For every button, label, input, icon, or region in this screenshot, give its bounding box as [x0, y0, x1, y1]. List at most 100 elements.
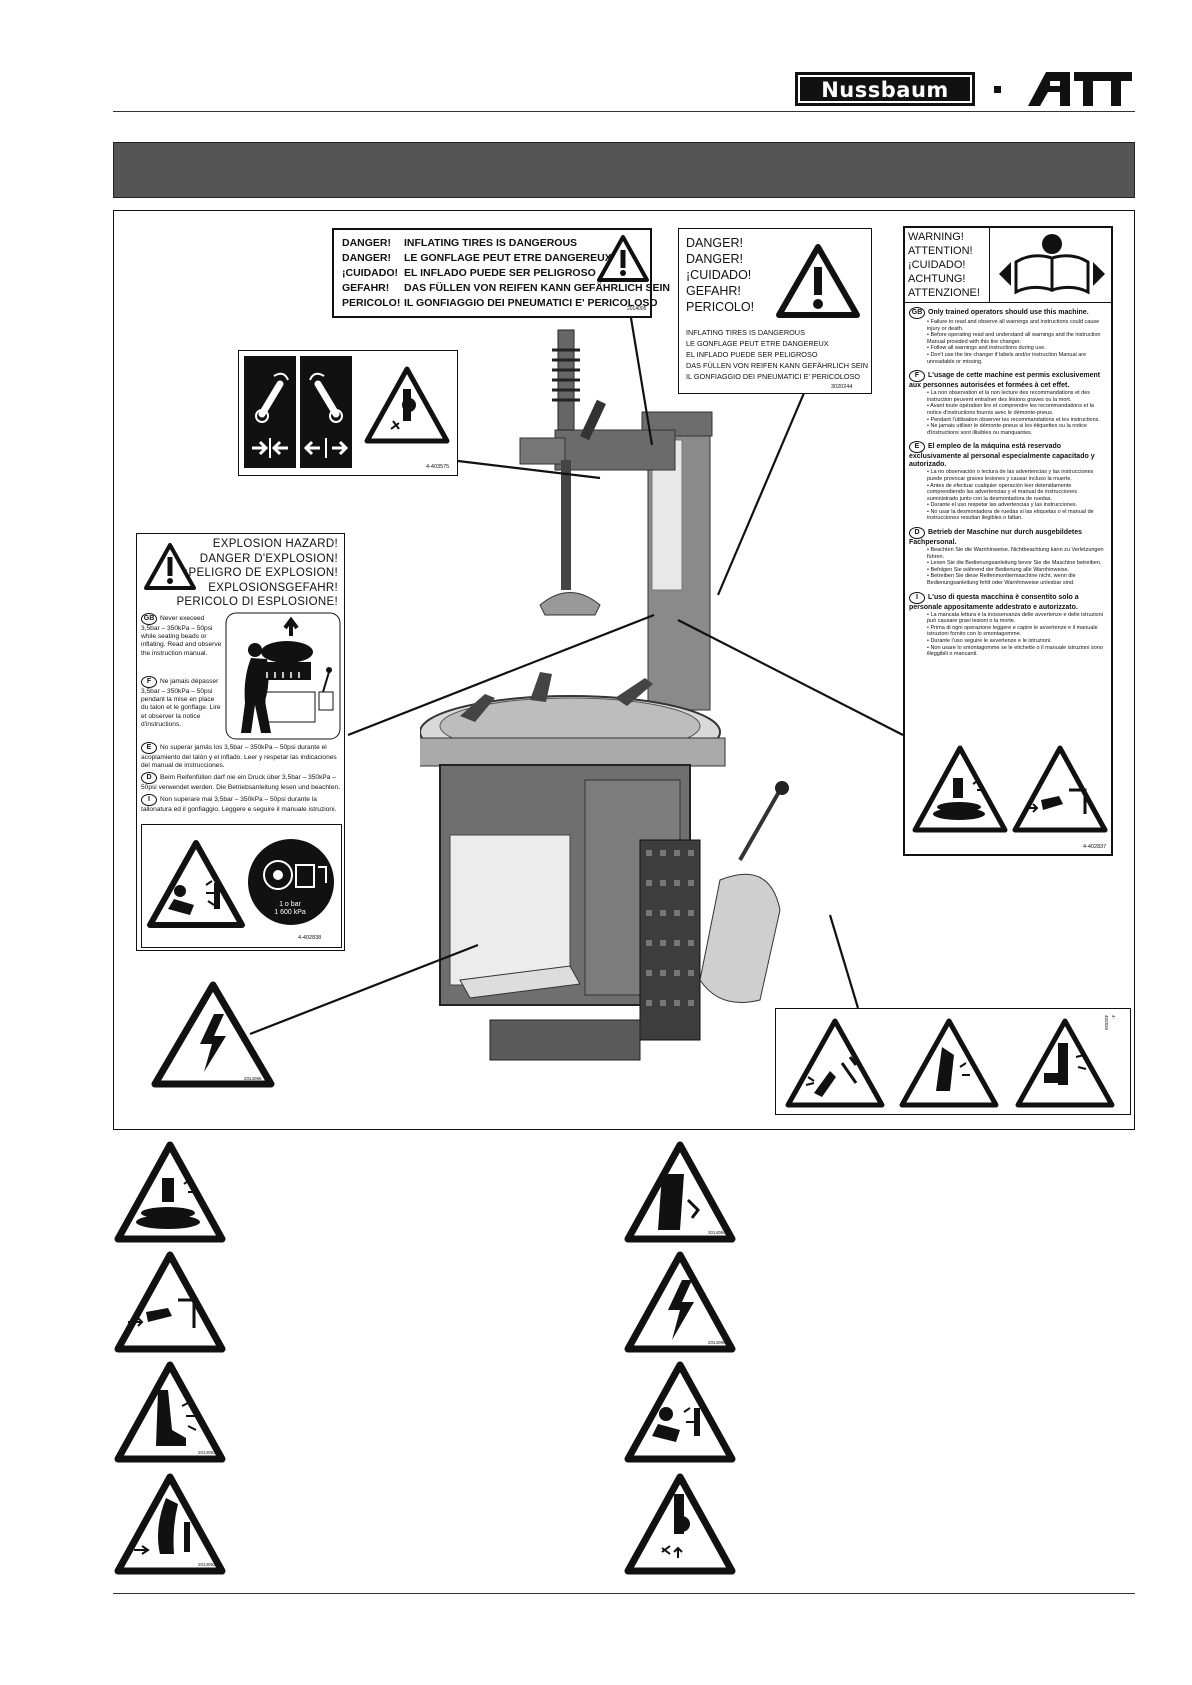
explosion-text: Never execeed 3,5bar – 350kPa – 50psi wh…	[141, 615, 222, 657]
bullet: • Antes de efectuar cualquier operación …	[927, 482, 1078, 502]
danger-text: LE GONFLAGE PEUT ETRE DANGEREUX	[404, 252, 612, 264]
explosion-heading: EXPLOSIONSGEFAHR!	[208, 581, 338, 594]
bullet: • Betreiben Sie diese Reifenmontiermasch…	[927, 573, 1076, 587]
bullet: • No usar la desmontadora de ruedas si l…	[927, 508, 1094, 522]
bullet: • Befolgen Sie während der Bedienung all…	[927, 566, 1070, 573]
header-rule	[113, 111, 1135, 112]
arm-crush-hazard-icon	[114, 1473, 226, 1575]
section-title: L'uso di questa macchina è consentito so…	[909, 593, 1079, 611]
warning-heading: ATTENZIONE!	[908, 287, 980, 299]
danger-word: DANGER!	[686, 236, 743, 250]
danger-word: PERICOLO!	[686, 300, 755, 314]
lang-badge: I	[909, 591, 925, 604]
bead-breaker-hazard-icon	[624, 1141, 736, 1243]
label-code: 2014095	[627, 306, 647, 312]
danger-line: IL GONFIAGGIO DEI PNEUMATICI E' PERICOLO…	[686, 372, 861, 381]
exclamation-warning-icon	[144, 543, 196, 590]
lang-badge: E	[909, 441, 925, 454]
nussbaum-logo: Nussbaum	[795, 72, 975, 106]
warning-heading: WARNING!	[908, 231, 964, 243]
explosion-text: Beim Reifenfüllen darf nie ein Druck übe…	[141, 774, 341, 791]
danger-text: EL INFLADO PUEDE SER PELIGROSO	[404, 267, 596, 279]
bullet: • Non usare lo smontagomme se le etichet…	[927, 644, 1103, 658]
lang-badge: GB	[909, 307, 925, 319]
explosion-text: Non superare mai 3,5bar – 350kPa – 50psi…	[141, 796, 337, 813]
danger-word: DANGER!	[342, 252, 391, 264]
danger-word: DANGER!	[686, 252, 743, 266]
bullet: • Follow all warnings and instructions d…	[927, 345, 1046, 352]
section-title: El empleo de la máquina está reservado e…	[909, 443, 1095, 469]
label-code: 4-402836	[1104, 1015, 1116, 1031]
explosion-symbols-panel: 1 o bar 1 600 kPa 4-402838	[141, 824, 342, 948]
pressure-gauge-icon	[248, 839, 334, 925]
danger-word: ¡CUIDADO!	[686, 268, 752, 282]
symbol-code: 2014096	[708, 1340, 726, 1345]
symbol-code: 2014092	[198, 1562, 216, 1567]
high-voltage-icon	[151, 981, 275, 1088]
explosion-text: Ne jamais dépasser 3,5bar – 350kPa – 50p…	[141, 678, 221, 728]
warning-headings: WARNING! ATTENTION! ¡CUIDADO! ACHTUNG! A…	[908, 230, 980, 300]
lang-badge: D	[141, 772, 157, 784]
warning-instructions-label: WARNING! ATTENTION! ¡CUIDADO! ACHTUNG! A…	[903, 226, 1113, 856]
lang-badge: E	[141, 742, 157, 754]
bullet: • Failure to read and observe all warnin…	[927, 319, 1100, 332]
explosion-text: No superar jamás los 3,5bar – 350kPa – 5…	[141, 744, 337, 770]
bullet: • Avant toute opération lire et comprend…	[927, 403, 1094, 416]
bullet: • Durante el uso respetar las advertenci…	[927, 502, 1078, 509]
tire-changer-machine-image	[420, 329, 789, 1061]
lever-direction-label: 4-403575	[238, 350, 458, 476]
crush-hazard-icon	[624, 1473, 736, 1575]
foot-crush-hazard-icon	[114, 1361, 226, 1463]
bullet: • Durante l'uso seguire le avvertenze e …	[927, 638, 1052, 644]
danger-line: INFLATING TIRES IS DANGEROUS	[686, 328, 805, 337]
lang-badge: D	[909, 527, 925, 540]
danger-lines: INFLATING TIRES IS DANGEROUS LE GONFLAGE…	[686, 327, 868, 382]
lever-direction-icon	[244, 356, 352, 468]
warning-heading: ATTENTION!	[908, 245, 973, 257]
lang-badge: F	[909, 370, 925, 383]
danger-word: GEFAHR!	[342, 282, 390, 294]
danger-line: DAS FÜLLEN VON REIFEN KANN GEFÄHRLICH SE…	[686, 361, 869, 370]
brand-logo-text: Nussbaum	[821, 78, 949, 102]
section-title-bar	[113, 142, 1135, 198]
bullet: • La non observation et la non lecture d…	[927, 390, 1091, 403]
danger-word: GEFAHR!	[686, 284, 741, 298]
explosion-blast-icon	[624, 1361, 736, 1463]
explosion-heading: EXPLOSION HAZARD!	[212, 538, 338, 550]
crush-hazard-icon	[364, 366, 450, 444]
warning-heading: ¡CUIDADO!	[908, 259, 966, 271]
symbol-code: 2014094	[708, 1230, 726, 1235]
danger-word: PERICOLO!	[342, 297, 401, 309]
hand-crush-hazard-icon	[114, 1251, 226, 1353]
label-code: 4-402838	[298, 935, 322, 941]
divider	[989, 228, 990, 302]
danger-word: DANGER!	[342, 237, 391, 249]
bullet: • Ne jamais utiliser le démonte-pneus si…	[927, 423, 1087, 436]
machine-illustration-frame	[113, 210, 1135, 1130]
explosion-heading: PERICOLO DI ESPLOSIONE!	[176, 596, 338, 608]
divider	[905, 302, 1111, 303]
danger-text: INFLATING TIRES IS DANGEROUS	[404, 237, 578, 249]
lang-badge: I	[141, 794, 157, 806]
pinch-hazard-label: 4-402836	[775, 1008, 1131, 1115]
logo-separator-dot	[994, 86, 1001, 93]
label-code: 4-402837	[1083, 844, 1107, 850]
symbol-code: 2014093	[198, 1450, 216, 1455]
tire-inflation-operator-icon	[225, 612, 341, 740]
section-title: L'usage de cette machine est permis excl…	[909, 372, 1101, 390]
inflation-danger-label-top: DANGER! INFLATING TIRES IS DANGEROUS DAN…	[332, 228, 670, 318]
bullet: • Before operating read and understand a…	[927, 332, 1101, 345]
explosion-blast-icon	[147, 840, 245, 928]
bullet: • La no observación o lectura de las adv…	[927, 469, 1094, 482]
bullet: • La mancata lettura e la inosservanza d…	[927, 611, 1103, 625]
inflation-danger-label-right: DANGER! DANGER! ¡CUIDADO! GEFAHR! PERICO…	[678, 228, 872, 394]
lang-badge: F	[141, 676, 157, 688]
danger-text: DAS FÜLLEN VON REIFEN KANN GEFÄHRLICH SE…	[404, 282, 671, 294]
